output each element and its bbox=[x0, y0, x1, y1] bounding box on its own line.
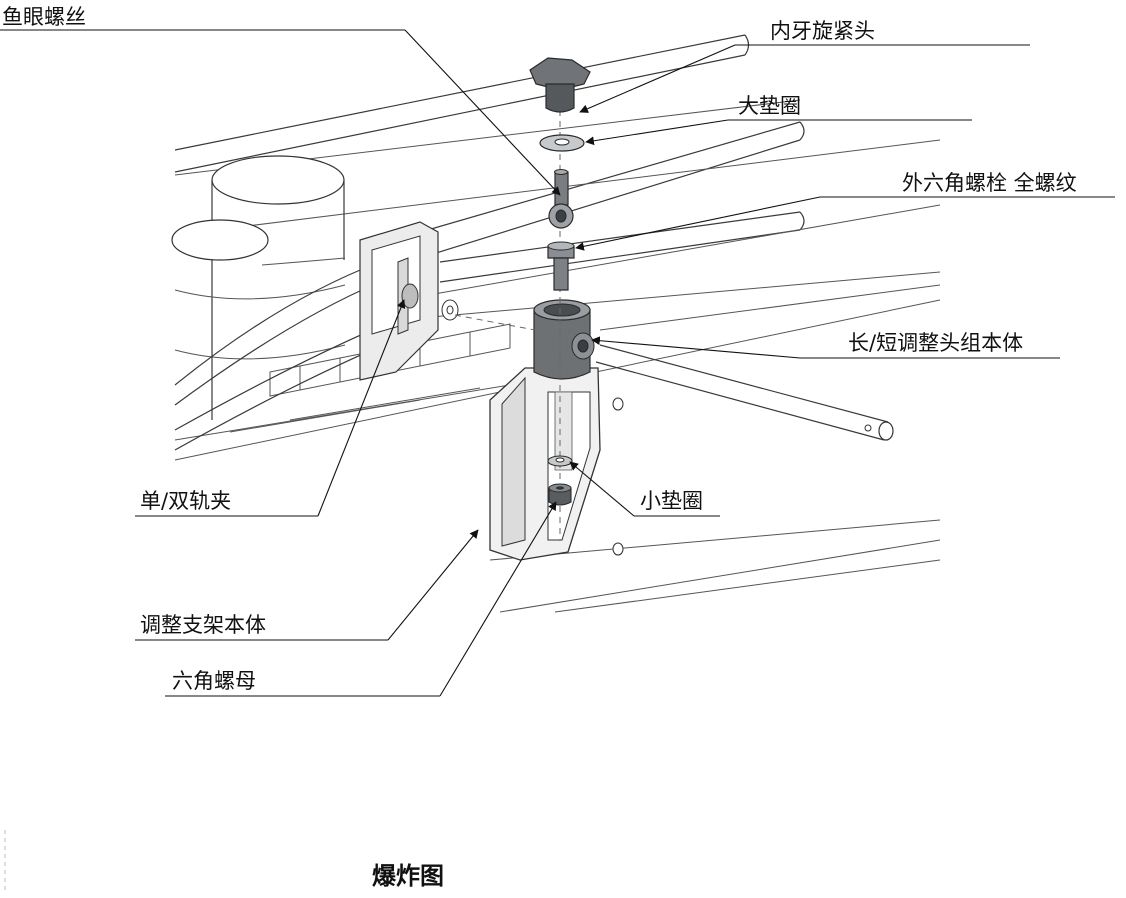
small-washer-part bbox=[547, 455, 573, 467]
label-small-washer: 小垫圈 bbox=[640, 489, 703, 513]
eye-bolt-part bbox=[548, 169, 574, 229]
label-hex-bolt: 外六角螺栓 全螺纹 bbox=[902, 171, 1077, 195]
label-large-washer: 大垫圈 bbox=[738, 94, 801, 118]
cross-rod bbox=[595, 344, 894, 441]
knob-part bbox=[529, 57, 591, 113]
label-hex-nut: 六角螺母 bbox=[172, 669, 256, 693]
label-rail-clamp: 单/双轨夹 bbox=[140, 489, 232, 513]
rail-clamp-part bbox=[359, 221, 459, 381]
cans bbox=[171, 155, 346, 420]
hex-nut-part bbox=[548, 483, 572, 506]
bracket-body-part bbox=[489, 367, 624, 561]
label-head-body: 长/短调整头组本体 bbox=[848, 331, 1024, 355]
label-knob: 内牙旋紧头 bbox=[770, 19, 875, 43]
large-washer-part bbox=[539, 134, 585, 152]
leader-lines bbox=[0, 29, 1115, 697]
adjust-head-body-part bbox=[533, 299, 595, 380]
diagram-caption: 爆炸图 bbox=[372, 862, 444, 890]
label-eye-bolt: 鱼眼螺丝 bbox=[2, 5, 86, 29]
label-bracket-body: 调整支架本体 bbox=[140, 613, 266, 637]
hex-bolt-part bbox=[547, 241, 575, 291]
